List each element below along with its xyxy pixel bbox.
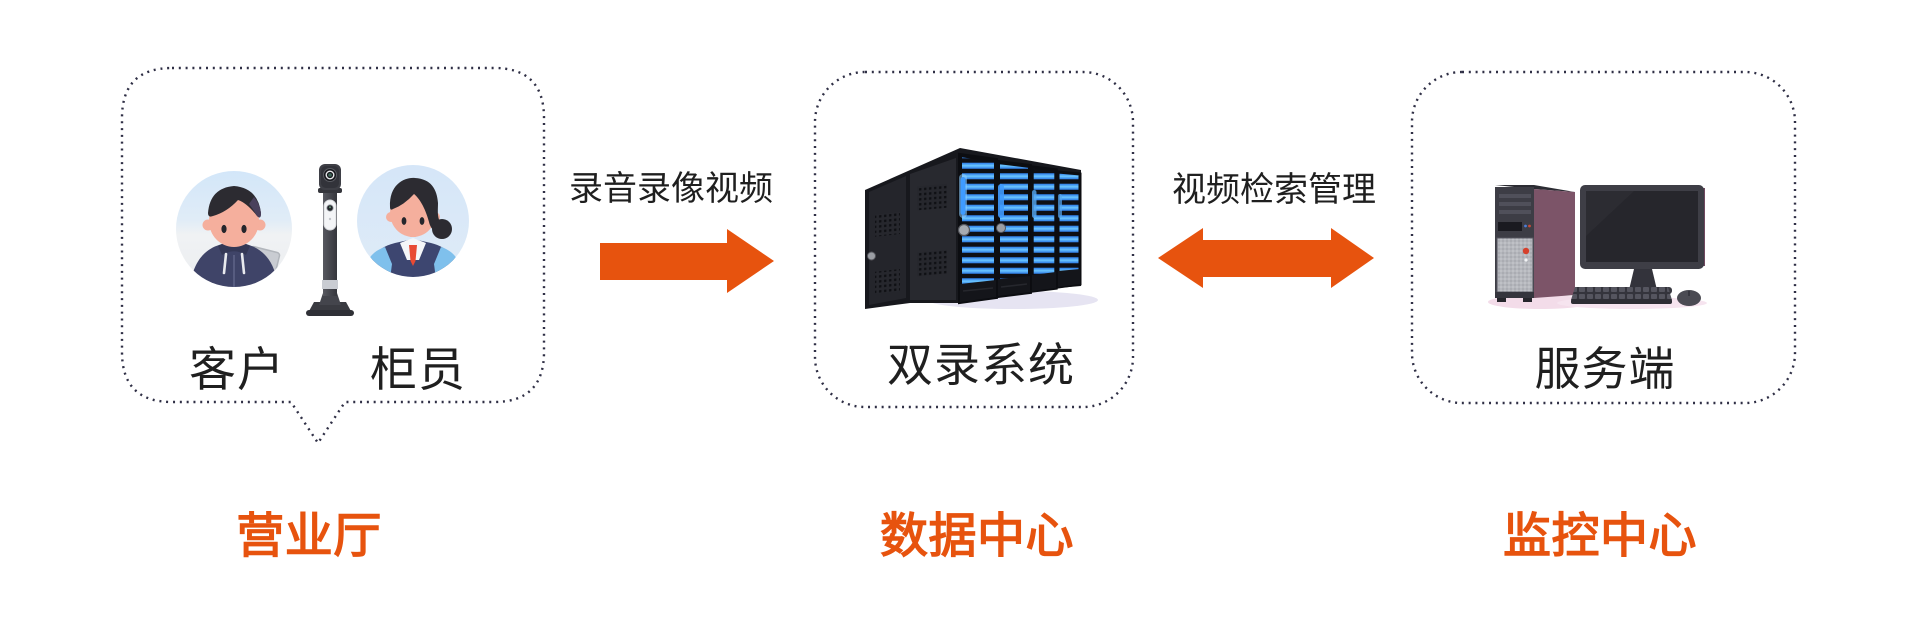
server-rack-icon [865, 148, 1098, 309]
recording-arrow-label: 录音录像视频 [569, 170, 773, 208]
hall-bubble-outline [120, 66, 546, 446]
arrow-double-icon [1158, 228, 1374, 288]
desktop-computer-icon [1488, 185, 1707, 309]
teller-label: 柜员 [370, 343, 466, 396]
teller-avatar [357, 165, 469, 277]
monitoring-caption: 监控中心 [1502, 510, 1697, 563]
retrieval-arrow-label: 视频检索管理 [1172, 171, 1376, 209]
hall-caption: 营业厅 [236, 510, 382, 563]
datacenter-caption: 数据中心 [879, 510, 1074, 563]
datacenter-label: 双录系统 [887, 339, 1075, 391]
datacenter-box-outline [813, 70, 1135, 409]
monitoring-label: 服务端 [1534, 343, 1676, 395]
recorder-device-icon [306, 164, 354, 316]
customer-label: 客户 [189, 343, 285, 396]
arrow-right-icon [600, 229, 774, 293]
monitoring-box-outline [1410, 70, 1797, 405]
customer-avatar [176, 171, 292, 287]
